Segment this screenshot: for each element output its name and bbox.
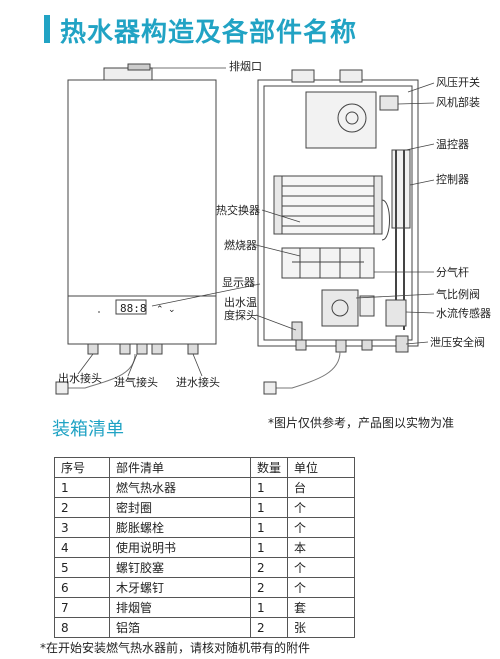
label-water-inlet: 进水接头 — [176, 376, 220, 389]
table-cell: 5 — [54, 557, 110, 578]
svg-text:⌃: ⌃ — [156, 305, 164, 315]
table-cell: 7 — [54, 597, 110, 618]
heat-exchanger — [279, 175, 377, 235]
table-cell: 使用说明书 — [109, 537, 251, 558]
packing-footnote: *在开始安装燃气热水器前，请核对随机带有的附件 — [40, 641, 311, 655]
table-cell: 个 — [287, 577, 355, 598]
label-display: 显示器 — [222, 276, 255, 289]
page-title: 热水器构造及各部件名称 — [60, 18, 358, 48]
table-cell: 个 — [287, 557, 355, 578]
water-flow-sensor — [385, 299, 407, 327]
label-thermostat: 温控器 — [436, 138, 469, 151]
table-cell: 密封圈 — [109, 497, 251, 518]
table-cell: 1 — [54, 477, 110, 498]
svg-text:⌄: ⌄ — [168, 305, 176, 315]
water-inlet-fitting — [187, 343, 199, 355]
table-cell: 张 — [287, 617, 355, 638]
table-cell: 本 — [287, 537, 355, 558]
title-accent-bar — [44, 15, 50, 43]
water-outlet-fitting — [87, 343, 99, 355]
table-cell: 台 — [287, 477, 355, 498]
table-cell: 个 — [287, 497, 355, 518]
table-cell: 螺钉胶塞 — [109, 557, 251, 578]
label-flue: 排烟口 — [229, 60, 262, 73]
heater-diagram: 88:8 ⌃ ⌄ — [55, 63, 435, 395]
label-burner: 燃烧器 — [224, 239, 257, 252]
label-relief-valve: 泄压安全阀 — [430, 336, 485, 349]
table-cell: 1 — [250, 517, 288, 538]
image-note: *图片仅供参考，产品图以实物为准 — [268, 416, 455, 430]
display-digits: 88:8 — [120, 302, 147, 315]
label-gas-rod: 分气杆 — [436, 266, 469, 279]
header-cell: 序号 — [54, 457, 110, 478]
outlet-temp-probe — [291, 321, 303, 341]
label-outlet-probe-2: 度探头 — [224, 309, 257, 322]
table-cell: 个 — [287, 517, 355, 538]
label-controller: 控制器 — [436, 173, 469, 186]
header-cell: 部件清单 — [109, 457, 251, 478]
display-panel — [115, 299, 147, 315]
table-header-row: 序号 部件清单 数量 单位 — [54, 457, 355, 478]
table-cell: 1 — [250, 497, 288, 518]
table-cell: 2 — [250, 617, 288, 638]
table-cell: 6 — [54, 577, 110, 598]
table-cell: 2 — [250, 577, 288, 598]
gas-ratio-valve — [321, 289, 359, 327]
header-cell: 数量 — [250, 457, 288, 478]
table-cell: 2 — [250, 557, 288, 578]
table-cell: 4 — [54, 537, 110, 558]
fan-assembly — [305, 91, 377, 149]
table-cell: 8 — [54, 617, 110, 638]
table-cell: 排烟管 — [109, 597, 251, 618]
table-cell: 铝箔 — [109, 617, 251, 638]
table-cell: 1 — [250, 537, 288, 558]
label-water-outlet: 出水接头 — [58, 372, 102, 385]
table-cell: 膨胀螺栓 — [109, 517, 251, 538]
table-cell: 3 — [54, 517, 110, 538]
table-cell: 套 — [287, 597, 355, 618]
label-heat-exchanger: 热交换器 — [216, 204, 260, 217]
table-cell: 1 — [250, 597, 288, 618]
controller-box — [391, 149, 411, 229]
label-gas-ratio-valve: 气比例阀 — [436, 288, 480, 301]
header-cell: 单位 — [287, 457, 355, 478]
table-cell: 燃气热水器 — [109, 477, 251, 498]
table-cell: 2 — [54, 497, 110, 518]
label-outlet-probe-1: 出水温 — [224, 296, 257, 309]
table-cell: 木牙螺钉 — [109, 577, 251, 598]
burner — [281, 247, 375, 279]
label-fan: 风机部装 — [436, 96, 480, 109]
label-air-pressure-switch: 风压开关 — [436, 76, 480, 89]
table-cell: 1 — [250, 477, 288, 498]
packing-list-title: 装箱清单 — [52, 419, 124, 440]
label-gas-inlet: 进气接头 — [114, 376, 158, 389]
label-water-flow-sensor: 水流传感器 — [436, 307, 491, 320]
